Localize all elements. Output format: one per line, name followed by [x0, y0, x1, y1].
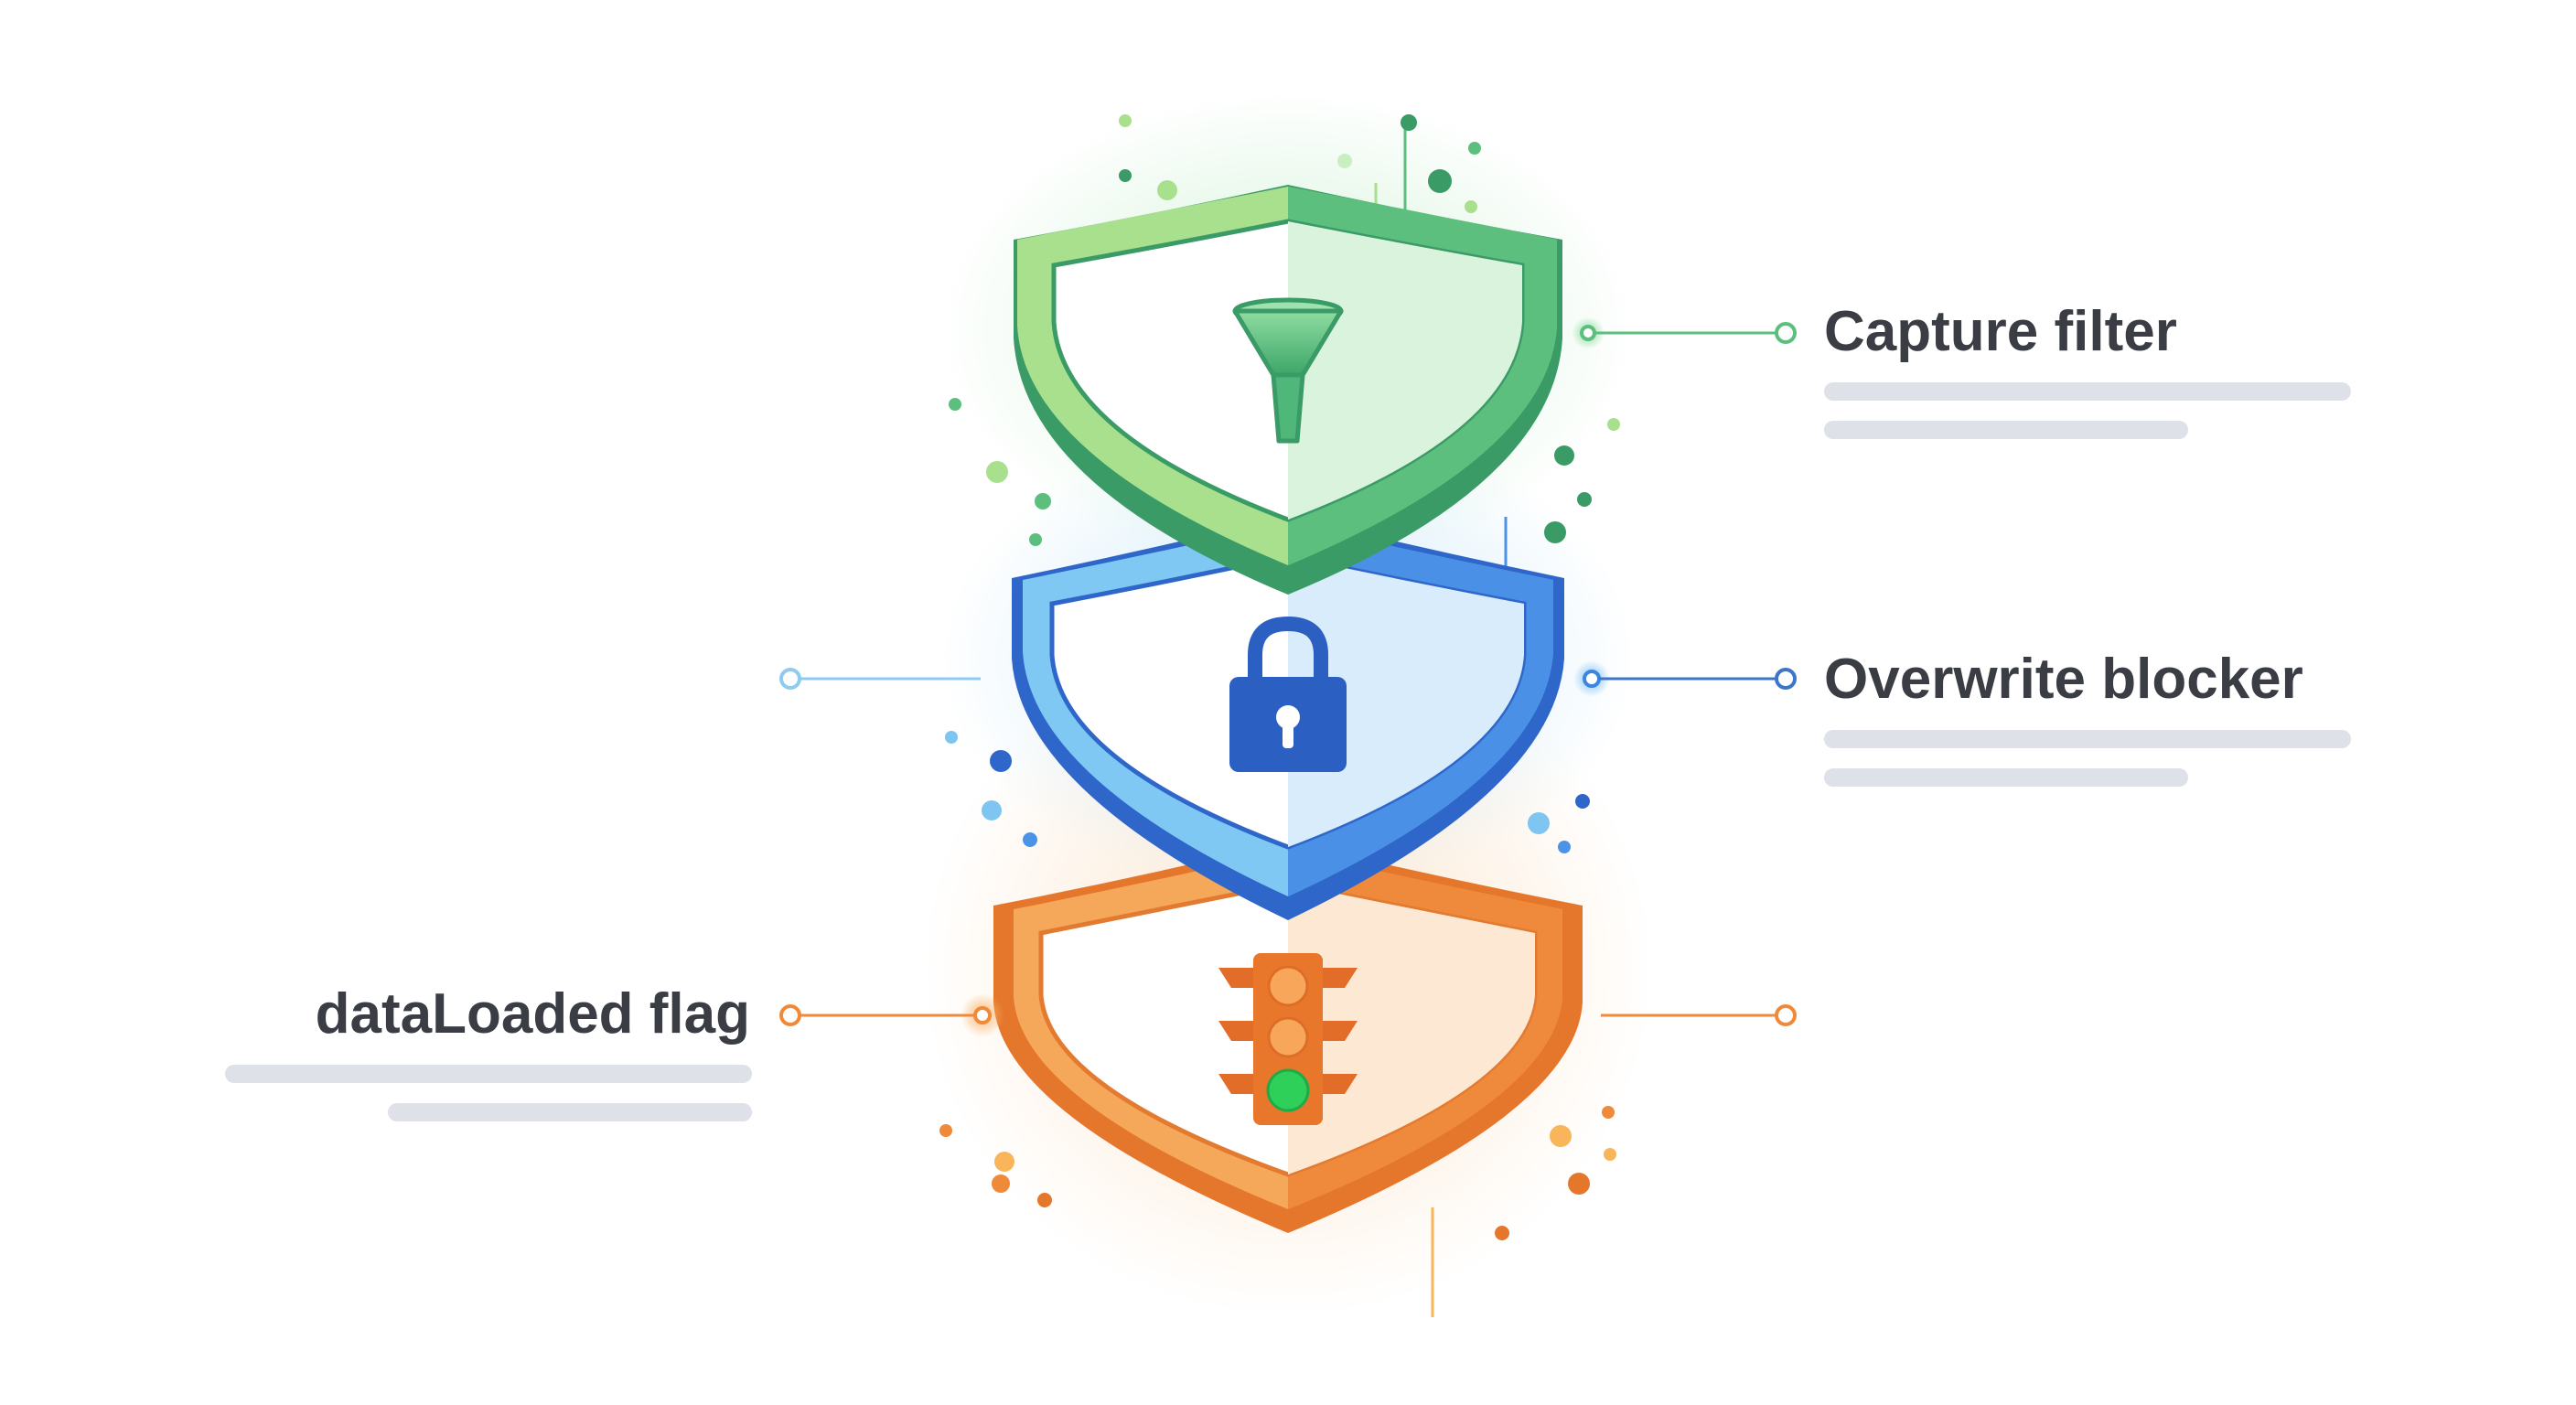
- placeholder-line: [1824, 421, 2188, 439]
- placeholder-line: [1824, 382, 2351, 401]
- particles: [939, 114, 1620, 1240]
- traffic-light-icon: [1218, 953, 1358, 1125]
- placeholder-line: [388, 1103, 752, 1121]
- label-overwrite-blocker: Overwrite blocker: [1824, 648, 2303, 711]
- connector-overwrite: [779, 660, 1797, 697]
- label-dataloaded-flag: dataLoaded flag: [315, 982, 750, 1046]
- placeholder-line: [1824, 730, 2351, 748]
- connector-dataloaded: [779, 993, 1797, 1037]
- funnel-icon: [1232, 297, 1344, 444]
- padlock-icon: [1229, 616, 1347, 772]
- shield-overwrite: [1012, 516, 1564, 920]
- label-capture-filter: Capture filter: [1824, 300, 2177, 363]
- connector-capture: [1572, 316, 1797, 349]
- placeholder-line: [225, 1065, 752, 1083]
- placeholder-line: [1824, 768, 2188, 787]
